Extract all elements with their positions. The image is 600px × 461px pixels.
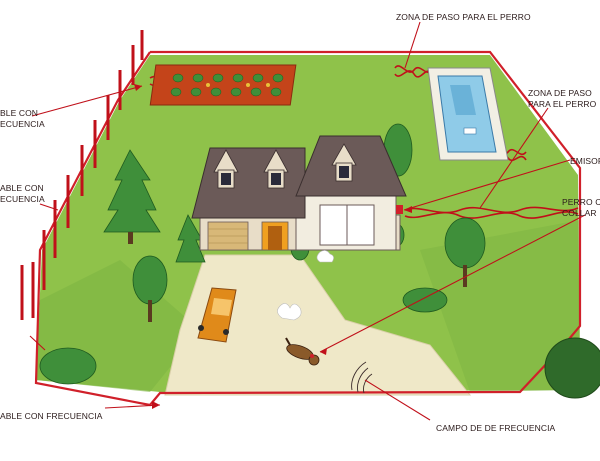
tree-icon (132, 255, 168, 322)
car-icon (197, 287, 237, 343)
bush-outside (544, 337, 600, 399)
emitter-box (396, 205, 403, 214)
tree-icon (103, 149, 161, 244)
house-icon (191, 135, 407, 251)
pool-icon (427, 67, 509, 161)
label-cable-1: BLE CON ECUENCIA (0, 108, 45, 129)
label-dog-path-top: ZONA DE PASO PARA EL PERRO (396, 12, 531, 22)
pointer-lines (29, 21, 586, 421)
label-cable-bottom: ABLE CON FRECUENCIA (0, 411, 103, 421)
label-frequency-field: CAMPO DE DE FRECUENCIA (436, 423, 556, 433)
label-dog-path-right: ZONA DE PASO PARA EL PERRO (528, 88, 597, 109)
tree-icon (444, 217, 486, 287)
driveway (164, 254, 472, 396)
frequency-field (351, 361, 373, 394)
label-emitter: EMISOR (570, 156, 600, 166)
dog-icon (277, 250, 334, 366)
label-cable-2: ABLE CON ECUENCIA (0, 183, 45, 204)
pointer-arrowheads (134, 84, 412, 409)
boundary-cable (34, 50, 582, 407)
label-dog-collar: PERRO CO COLLAR (562, 197, 600, 218)
fence-poles (20, 30, 144, 320)
vegetable-garden-icon (149, 64, 297, 106)
